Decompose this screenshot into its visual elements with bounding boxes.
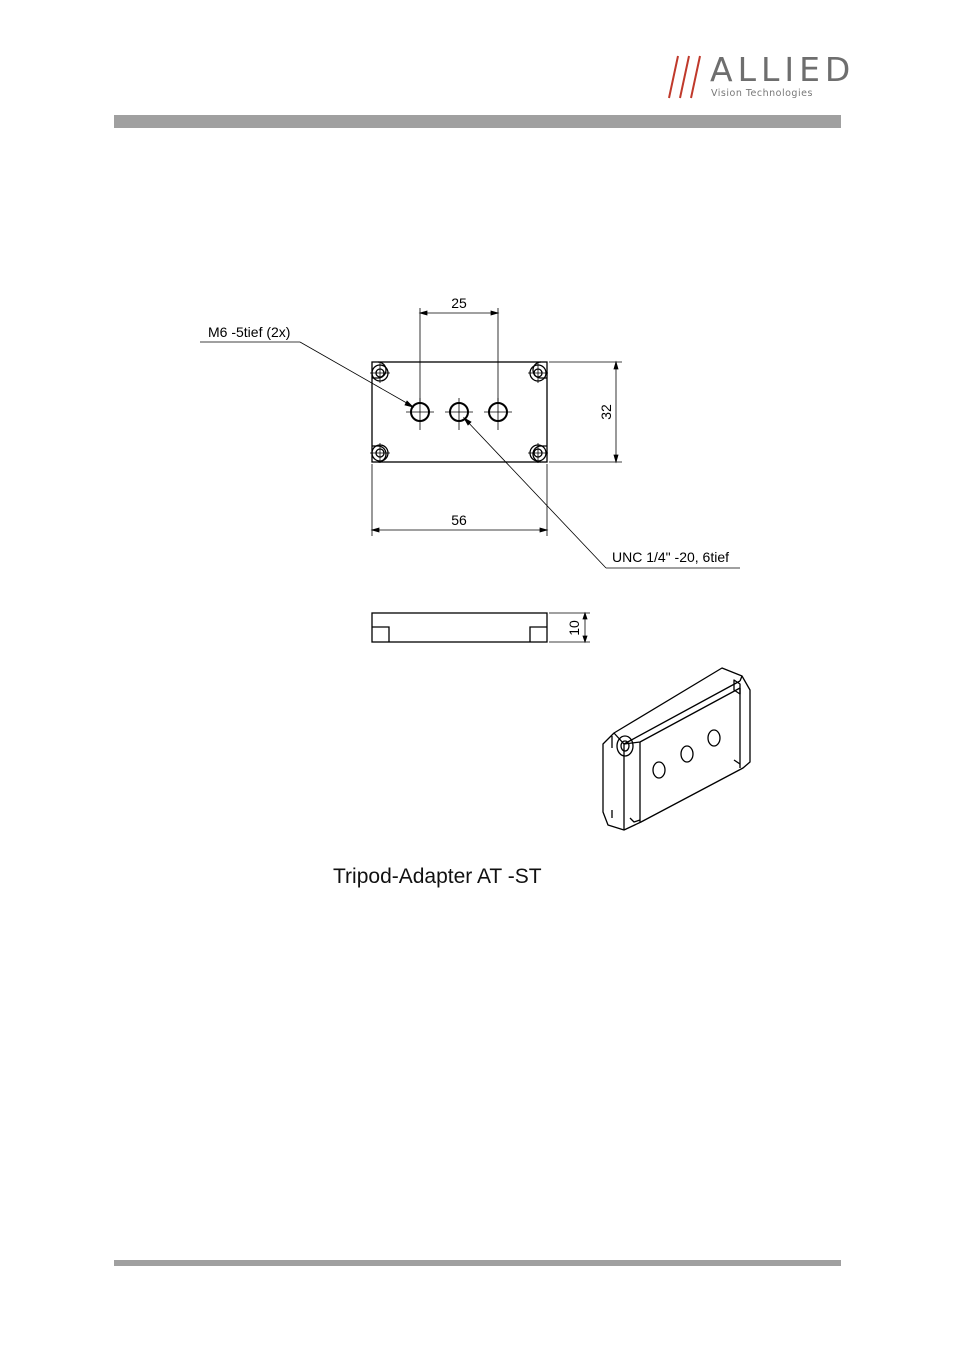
label-unc: UNC 1/4" -20, 6tief [612,549,729,565]
side-view [372,613,547,642]
dimension-hole-spacing [420,308,498,402]
footer-bar [114,1260,841,1266]
drawing-caption: Tripod-Adapter AT -ST [333,865,542,889]
dim-thickness-label: 10 [566,620,582,636]
leader-m6 [200,342,413,407]
dim-width-label: 56 [451,512,467,528]
iso-hole-3 [708,730,720,746]
centerlines [370,363,548,463]
isometric-view [603,668,750,830]
leader-unc [464,418,740,568]
dim-hole-spacing-label: 25 [451,295,467,311]
iso-hole-2 [681,746,693,762]
iso-hole-1 [653,762,665,778]
corner-relief-tl [372,362,386,378]
label-m6: M6 -5tief (2x) [208,324,290,340]
dim-height-label: 32 [598,404,614,420]
